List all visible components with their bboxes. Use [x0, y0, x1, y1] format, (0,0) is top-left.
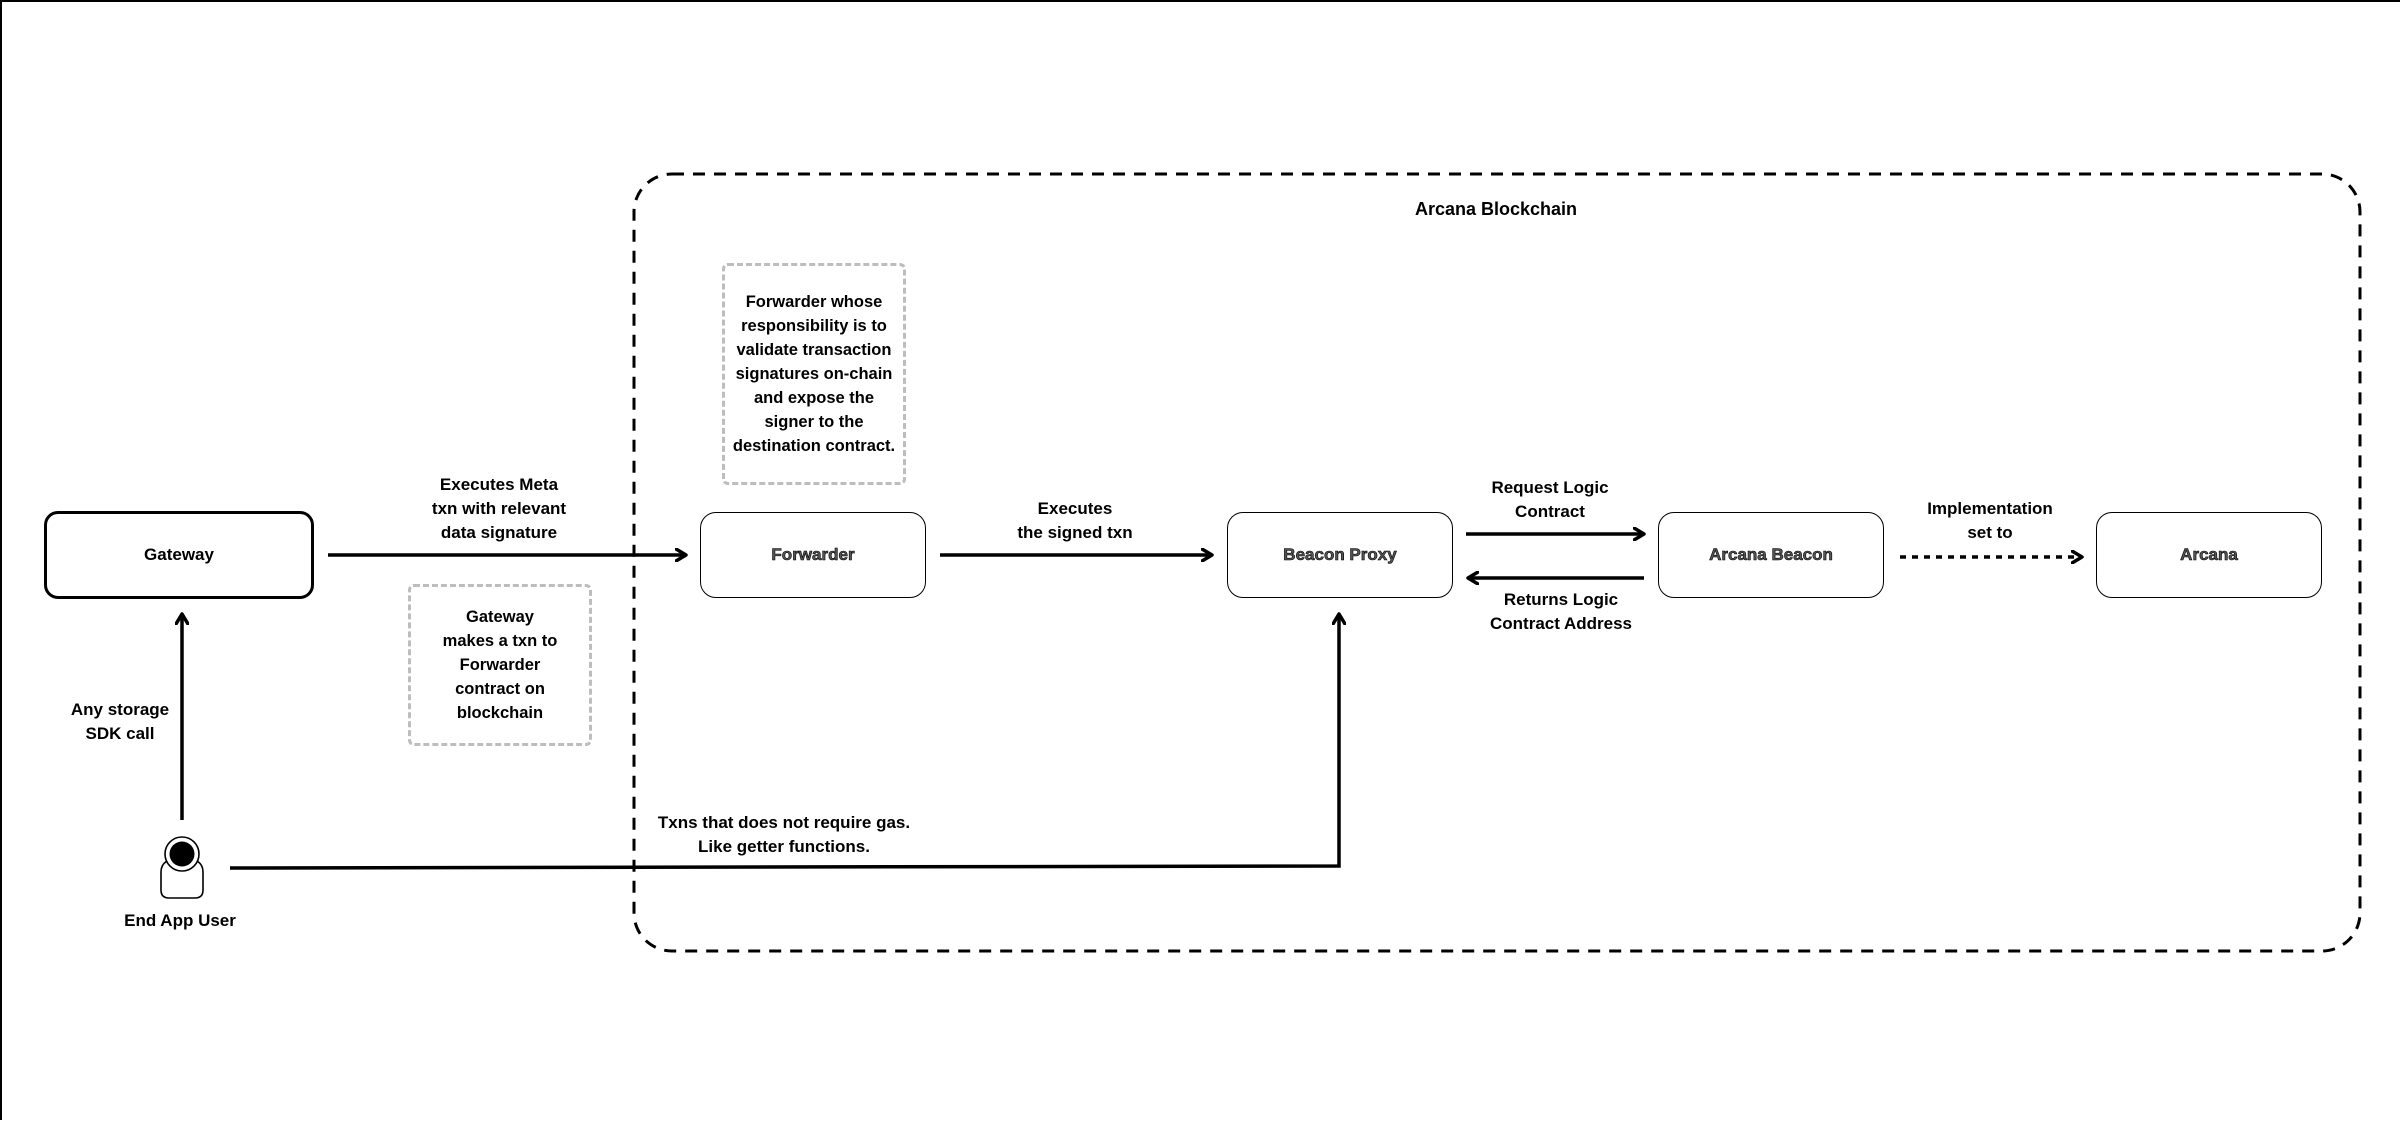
- beacon-proxy-node[interactable]: Beacon Proxy: [1227, 512, 1453, 598]
- blockchain-group-boundary: [632, 172, 2362, 953]
- forwarder-node[interactable]: Forwarder: [700, 512, 926, 598]
- beacon-proxy-label: Beacon Proxy: [1283, 545, 1397, 565]
- arcana-label: Arcana: [2180, 545, 2238, 565]
- arcana-beacon-label: Arcana Beacon: [1709, 545, 1833, 565]
- edge-label-beacon-to-proxy: Returns Logic Contract Address: [1489, 590, 1633, 633]
- edge-user-to-proxy: [229, 614, 1339, 870]
- person-icon: [160, 836, 204, 899]
- forwarder-label: Forwarder: [771, 545, 855, 565]
- edge-label-gateway-to-forwarder: Executes Meta txn with relevant data sig…: [431, 475, 567, 542]
- arcana-beacon-node[interactable]: Arcana Beacon: [1658, 512, 1884, 598]
- arcana-node[interactable]: Arcana: [2096, 512, 2322, 598]
- end-app-user-label: End App User: [124, 911, 236, 930]
- edge-label-user-to-gateway: Any storage SDK call: [70, 700, 170, 743]
- forwarder-note: Forwarder whose responsibility is to val…: [722, 263, 906, 485]
- edge-label-beacon-to-arcana: Implementation set to: [1927, 499, 2053, 542]
- gateway-label: Gateway: [144, 545, 214, 564]
- edge-label-user-to-proxy: Txns that does not require gas. Like get…: [657, 813, 911, 856]
- edge-label-proxy-to-beacon: Request Logic Contract: [1491, 478, 1609, 521]
- gateway-node[interactable]: Gateway: [44, 511, 314, 599]
- edge-label-forwarder-to-proxy: Executes the signed txn: [1017, 499, 1133, 542]
- blockchain-group-title: Arcana Blockchain: [1414, 199, 1578, 219]
- gateway-note: Gateway makes a txn to Forwarder contrac…: [408, 584, 592, 746]
